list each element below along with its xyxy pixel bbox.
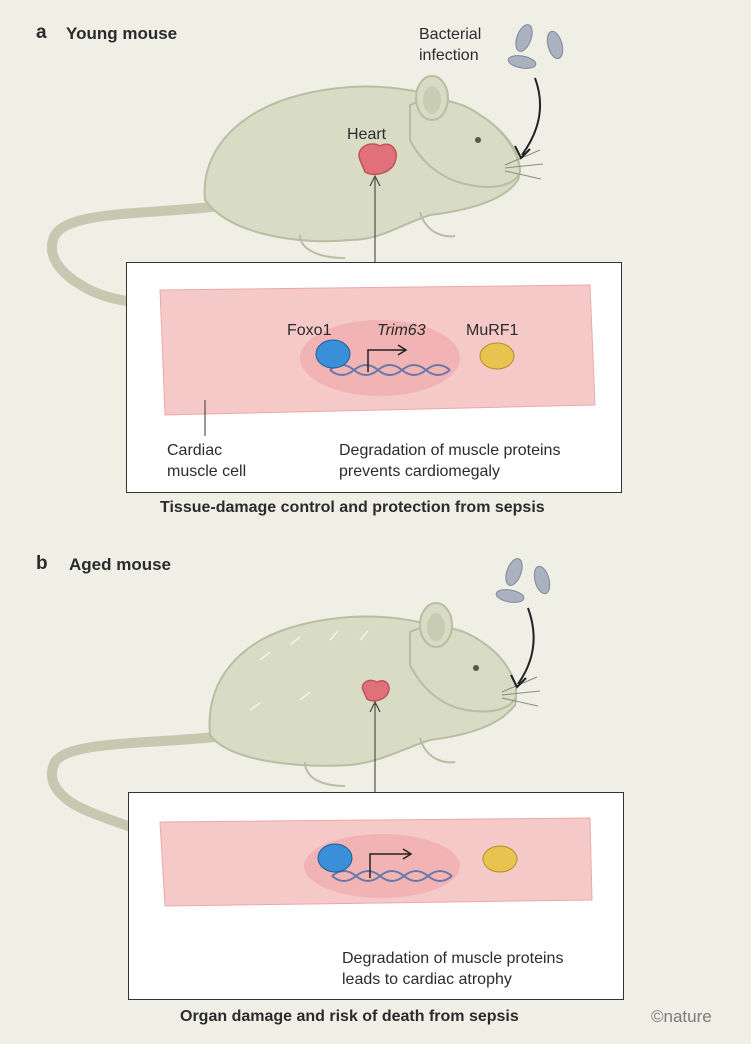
- aged-heart-icon: [361, 679, 390, 702]
- heart-label: Heart: [347, 126, 387, 143]
- aged-outcome-line2: leads to cardiac atrophy: [342, 971, 512, 988]
- aged-foxo1-icon: [317, 843, 353, 873]
- murf1-icon: [479, 342, 515, 370]
- infection-label-line1: Bacterial: [419, 26, 482, 43]
- murf1-label: MuRF1: [466, 322, 519, 339]
- panel-b-title: Aged mouse: [69, 555, 172, 574]
- aged-outcome-line1: Degradation of muscle proteins: [342, 950, 564, 967]
- foxo1-label: Foxo1: [287, 322, 332, 339]
- cell-label-line1: Cardiac: [167, 442, 223, 459]
- bacteria-icon: [507, 24, 564, 69]
- young-outcome-line2: prevents cardiomegaly: [339, 463, 500, 480]
- gene-label: Trim63: [377, 322, 426, 339]
- young-heart-icon: [358, 143, 397, 176]
- aged-bacteria-icon: [495, 558, 551, 603]
- panel-b-letter: b: [36, 553, 48, 574]
- panel-a-title: Young mouse: [66, 24, 178, 43]
- aged-murf1-icon: [482, 845, 518, 873]
- infection-label-line2: infection: [419, 47, 479, 64]
- young-outcome-line1: Degradation of muscle proteins: [339, 442, 561, 459]
- aged-caption: Organ damage and risk of death from seps…: [180, 1008, 519, 1025]
- cell-label-line2: muscle cell: [167, 463, 247, 480]
- panel-a-letter: a: [36, 22, 47, 43]
- young-caption: Tissue-damage control and protection fro…: [160, 499, 545, 516]
- nature-credit: ©nature: [651, 1007, 712, 1026]
- foxo1-icon: [315, 339, 351, 369]
